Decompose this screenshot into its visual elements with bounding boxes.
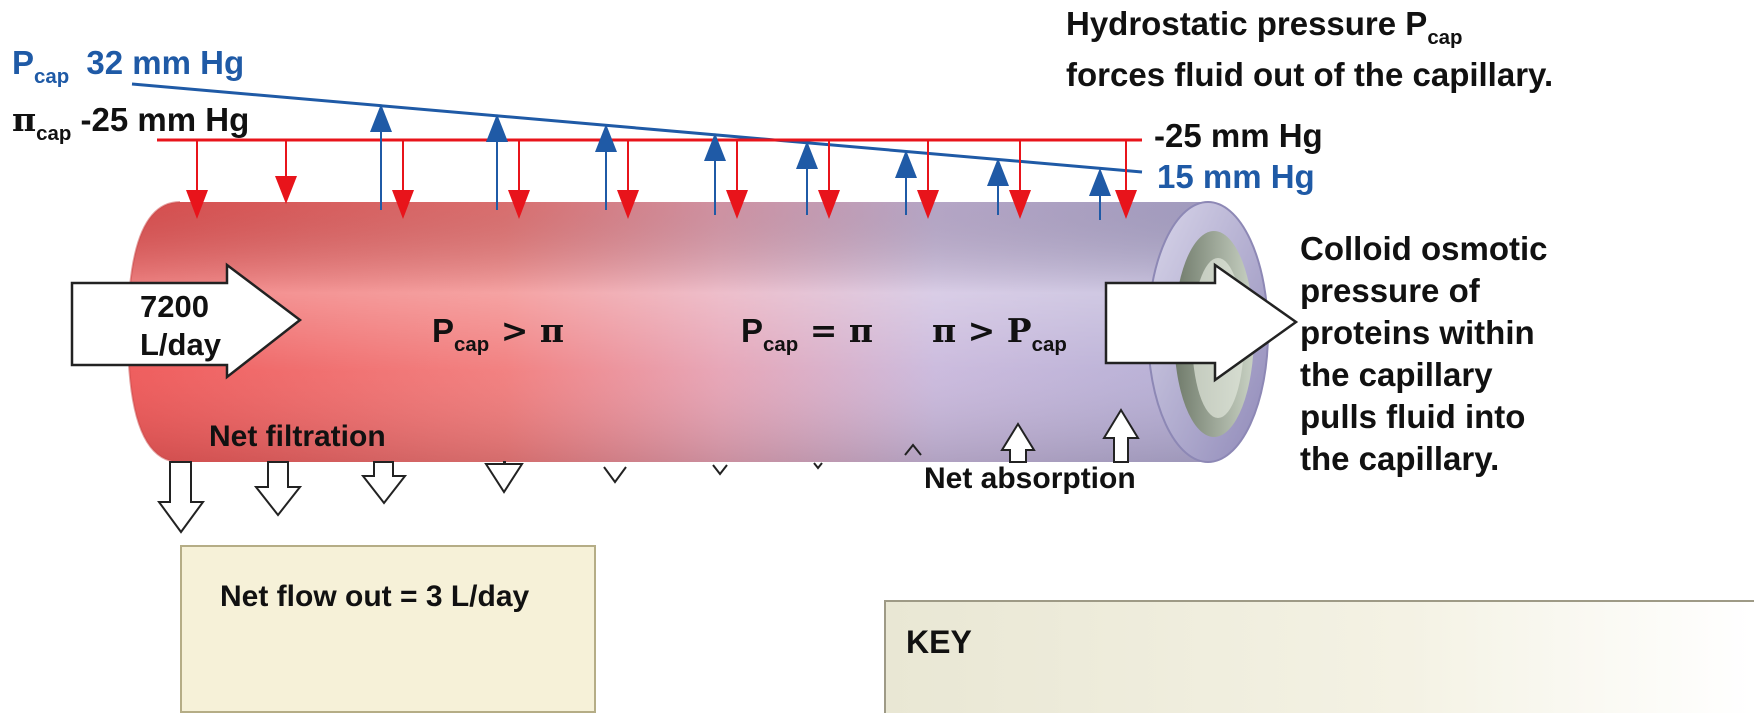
colloid-note-line: pulls fluid into (1300, 398, 1526, 435)
pcap-start-label: Pcap 32 mm Hg (12, 44, 245, 88)
absorption-arrow (1000, 422, 1036, 463)
capillary-tube (126, 201, 1205, 463)
osmotic-arrow (508, 140, 530, 219)
osmotic-arrow (726, 140, 748, 219)
hydrostatic-description: Hydrostatic pressure Pcap forces fluid o… (1066, 4, 1553, 95)
pi-symbol: π (12, 100, 37, 139)
pcap-subscript: cap (34, 64, 70, 88)
inflow-arrow (70, 262, 303, 380)
inflow-value: 7200 (140, 289, 209, 324)
pi-start-label: πcap -25 mm Hg (12, 100, 250, 145)
outflow-arrow (1104, 262, 1299, 383)
key-title: KEY (906, 624, 972, 660)
osmotic-arrow (392, 140, 414, 219)
colloid-note-line: proteins within (1300, 314, 1535, 351)
osmotic-arrow (1009, 140, 1031, 219)
colloid-osmotic-note: Colloid osmotic pressure of proteins wit… (1300, 228, 1548, 480)
colloid-note-line: the capillary. (1300, 440, 1500, 477)
colloid-note-line: pressure of (1300, 272, 1480, 309)
zone-filtration-relation: Pcap > π (432, 311, 565, 356)
hydrostatic-arrow (796, 141, 818, 215)
hydrostatic-pressure-line (131, 82, 1143, 174)
osmotic-arrow (275, 140, 297, 204)
filtration-arrow (484, 461, 524, 494)
hydrostatic-subscript: cap (1427, 25, 1463, 49)
filtration-arrow (712, 464, 728, 476)
osmotic-arrow (1115, 140, 1137, 219)
absorption-arrows (904, 408, 1140, 463)
filtration-arrow (253, 461, 303, 517)
pcap-start-value: 32 mm Hg (86, 44, 245, 81)
colloid-note-line: the capillary (1300, 356, 1493, 393)
net-flow-text: Net flow out = 3 L/day (220, 580, 530, 613)
hydrostatic-arrow (486, 114, 508, 210)
inflow-unit: L/day (140, 327, 221, 362)
filtration-arrows (157, 461, 823, 534)
colloid-note-line: Colloid osmotic (1300, 230, 1548, 267)
filtration-arrow (157, 461, 205, 534)
filtration-arrow (813, 462, 823, 470)
net-filtration-label: Net filtration (209, 420, 386, 453)
key-box: KEY (884, 600, 1754, 713)
osmotic-arrow (917, 140, 939, 219)
hydrostatic-arrow (1089, 168, 1111, 220)
hydrostatic-arrows (370, 104, 1111, 220)
hydrostatic-line-1: Hydrostatic pressure Pcap (1066, 5, 1463, 49)
osmotic-end-value: -25 mm Hg (1154, 117, 1323, 154)
osmotic-arrow (186, 140, 208, 219)
pi-subscript: cap (36, 121, 72, 145)
hydrostatic-arrow (987, 158, 1009, 215)
zone-equilibrium-relation: Pcap = π (741, 311, 874, 356)
absorption-arrow (1102, 408, 1140, 463)
hydrostatic-arrow (895, 150, 917, 215)
net-absorption-label: Net absorption (924, 462, 1136, 495)
pi-start-value: -25 mm Hg (80, 101, 250, 138)
absorption-arrow (904, 443, 922, 456)
osmotic-arrow (818, 140, 840, 219)
pcap-symbol: P (12, 44, 35, 81)
inflow-label: 7200 L/day (140, 288, 221, 364)
osmotic-arrows (186, 140, 1137, 219)
zone-absorption-relation: π > Pcap (932, 311, 1067, 356)
hydrostatic-arrow (704, 133, 726, 215)
hydrostatic-arrow (595, 124, 617, 210)
hydrostatic-end-value: 15 mm Hg (1157, 158, 1315, 195)
net-flow-box: Net flow out = 3 L/day (180, 545, 596, 713)
hydrostatic-line-2: forces fluid out of the capillary. (1066, 56, 1554, 93)
osmotic-arrow (617, 140, 639, 219)
hydrostatic-arrow (370, 104, 392, 210)
filtration-arrow (360, 461, 408, 505)
filtration-arrow (603, 466, 627, 484)
